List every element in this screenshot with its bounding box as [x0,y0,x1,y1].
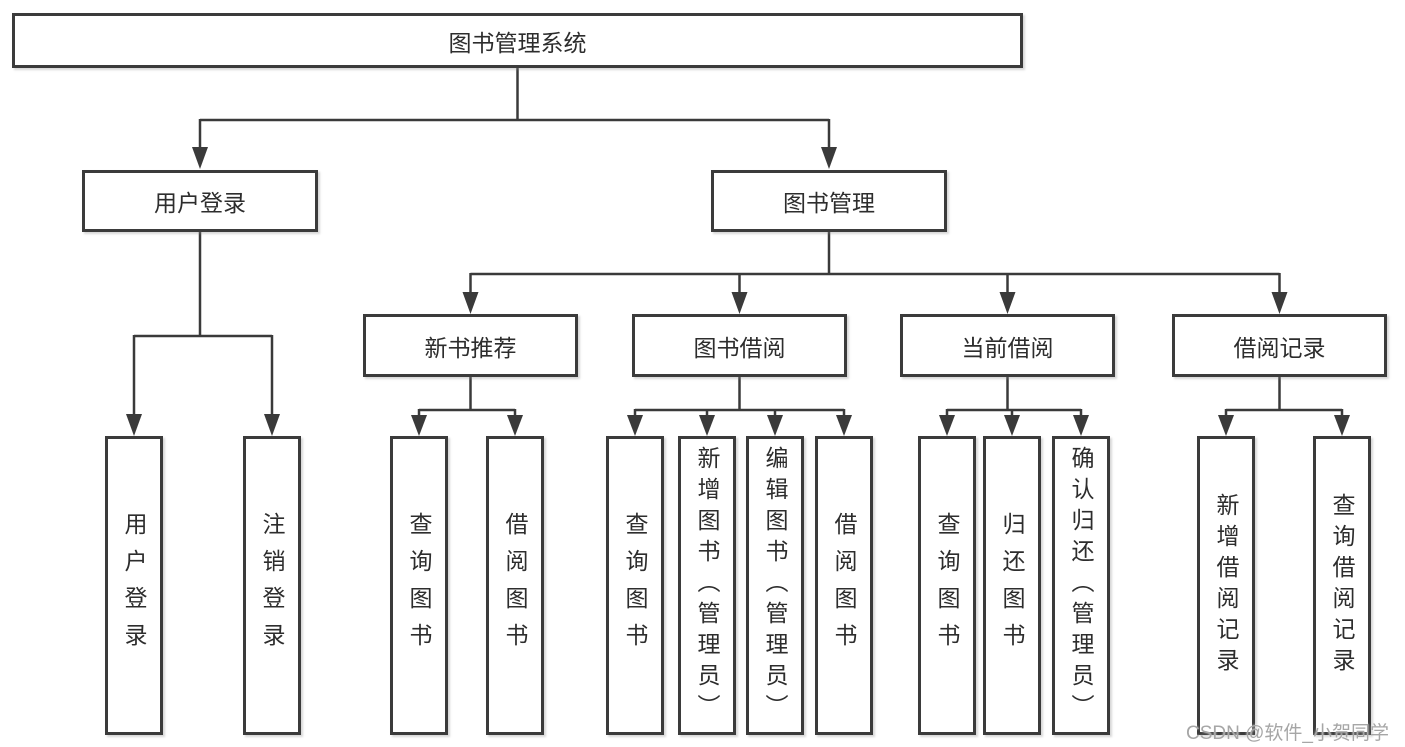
node-label: 新增借阅记录 [1213,492,1239,679]
node-current-borrowing: 当前借阅 [900,314,1115,377]
node-label: 归还图书 [999,511,1025,660]
node-label: 确认归还（管理员） [1068,446,1094,725]
node-leaf-query-borrow-record: 查询借阅记录 [1313,436,1371,735]
node-label: 查询借阅记录 [1329,492,1355,679]
node-borrowing-records: 借阅记录 [1172,314,1387,377]
node-leaf-confirm-return-admin: 确认归还（管理员） [1052,436,1110,735]
node-leaf-add-books-admin: 新增图书（管理员） [678,436,736,735]
node-label: 借阅记录 [1233,334,1326,361]
node-label: 借阅图书 [502,511,528,660]
node-label: 注销登录 [259,511,285,660]
node-label: 查询图书 [622,511,648,660]
node-leaf-newbook-borrow-books: 借阅图书 [486,436,544,735]
node-leaf-user-login: 用户登录 [105,436,163,735]
node-label: 查询图书 [406,511,432,660]
node-label: 新书推荐 [424,334,517,361]
node-new-book-recommend: 新书推荐 [363,314,578,377]
node-label: 查询图书 [934,511,960,660]
node-library-management-system: 图书管理系统 [12,13,1023,68]
node-label: 图书管理系统 [448,29,587,56]
node-leaf-borrowing-query-books: 查询图书 [606,436,664,735]
node-user-login-branch: 用户登录 [82,170,318,232]
node-label: 当前借阅 [961,334,1054,361]
node-label: 编辑图书（管理员） [762,446,788,725]
node-leaf-logout: 注销登录 [243,436,301,735]
node-label: 用户登录 [121,511,147,660]
node-label: 图书管理 [783,190,875,216]
node-book-borrowing: 图书借阅 [632,314,847,377]
node-leaf-return-books: 归还图书 [983,436,1041,735]
node-leaf-current-query-books: 查询图书 [918,436,976,735]
node-leaf-add-borrow-record: 新增借阅记录 [1197,436,1255,735]
node-leaf-newbook-query-books: 查询图书 [390,436,448,735]
node-label: 图书借阅 [693,334,786,361]
node-leaf-borrowing-borrow-books: 借阅图书 [815,436,873,735]
node-label: 新增图书（管理员） [694,446,720,725]
node-label: 借阅图书 [831,511,857,660]
node-leaf-edit-books-admin: 编辑图书（管理员） [746,436,804,735]
node-book-management-branch: 图书管理 [711,170,947,232]
csdn-watermark: CSDN @软件_小贺同学 [1186,723,1389,744]
node-label: 用户登录 [154,190,246,216]
